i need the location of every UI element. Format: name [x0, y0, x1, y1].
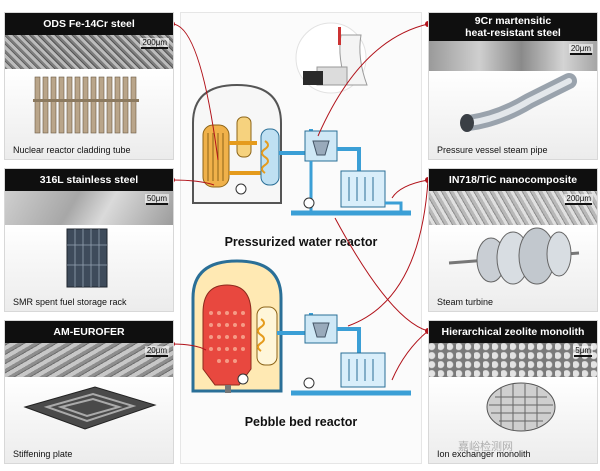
- panel-zeolite: Hierarchical zeolite monolith 5μm Ion ex…: [428, 320, 598, 464]
- panel-in718-tic: IN718/TiC nanocomposite 200μm Steam turb…: [428, 168, 598, 312]
- watermark: 嘉峪检测网: [458, 441, 513, 453]
- scale-bar-label: 5μm: [573, 346, 593, 357]
- panel-title: AM-EUROFER: [5, 321, 173, 343]
- cladding-tube-image: Nuclear reactor cladding tube: [5, 69, 173, 159]
- scale-bar-label: 200μm: [564, 194, 593, 205]
- panel-title: ODS Fe-14Cr steel: [5, 13, 173, 35]
- scale-bar-label: 200μm: [140, 38, 169, 49]
- panel-ods-steel: ODS Fe-14Cr steel 200μm Nuclear reactor …: [4, 12, 174, 160]
- panel-title: IN718/TiC nanocomposite: [429, 169, 597, 191]
- panel-caption: Steam turbine: [437, 297, 494, 307]
- panel-title: Hierarchical zeolite monolith: [429, 321, 597, 343]
- scale-bar-label: 20μm: [144, 346, 169, 357]
- fuel-rack-image: SMR spent fuel storage rack: [5, 225, 173, 311]
- panel-caption: Nuclear reactor cladding tube: [13, 145, 131, 155]
- ion-exchanger-image: Ion exchanger monolith: [429, 377, 597, 463]
- panel-caption: Stiffening plate: [13, 449, 73, 459]
- panel-title: 9Cr martensitic heat-resistant steel: [429, 13, 597, 41]
- reactor-schematic-area: Pressurized water reactor Pebble bed rea…: [180, 12, 422, 464]
- micrograph-image: 200μm: [5, 35, 173, 69]
- stiffening-plate-image: Stiffening plate: [5, 377, 173, 463]
- panel-title: 316L stainless steel: [5, 169, 173, 191]
- pbr-title: Pebble bed reactor: [244, 415, 358, 429]
- power-plant-icon: [295, 22, 368, 94]
- pwr-title: Pressurized water reactor: [224, 235, 378, 249]
- steam-pipe-image: Pressure vessel steam pipe: [429, 71, 597, 159]
- panel-caption: Ion exchanger monolith: [437, 449, 531, 459]
- micrograph-image: 20μm: [429, 41, 597, 71]
- panel-eurofer: AM-EUROFER 20μm Stiffening plate: [4, 320, 174, 464]
- panel-title-line1: 9Cr martensitic: [474, 15, 552, 27]
- micrograph-image: 50μm: [5, 191, 173, 225]
- scale-bar-label: 20μm: [568, 44, 593, 55]
- steam-turbine-image: Steam turbine: [429, 225, 597, 311]
- panel-caption: SMR spent fuel storage rack: [13, 297, 127, 307]
- micrograph-image: 5μm: [429, 343, 597, 377]
- panel-316l-steel: 316L stainless steel 50μm SMR spent fuel…: [4, 168, 174, 312]
- scale-bar-label: 50μm: [144, 194, 169, 205]
- panel-title-line2: heat-resistant steel: [465, 27, 561, 39]
- panel-caption: Pressure vessel steam pipe: [437, 145, 548, 155]
- panel-9cr-steel: 9Cr martensitic heat-resistant steel 20μ…: [428, 12, 598, 160]
- micrograph-image: 20μm: [5, 343, 173, 377]
- micrograph-image: 200μm: [429, 191, 597, 225]
